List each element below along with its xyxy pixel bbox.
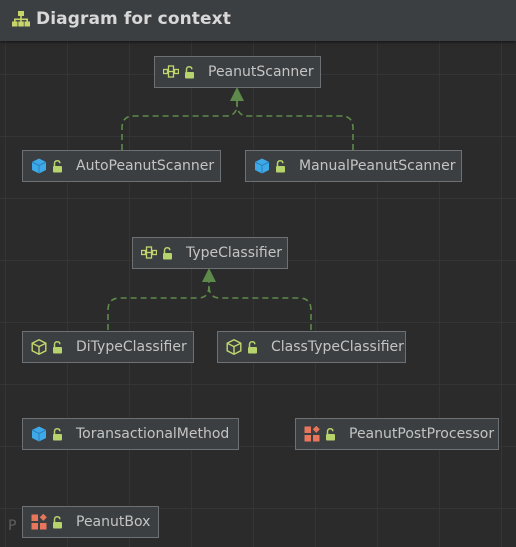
node-auto-peanut-scanner[interactable]: AutoPeanutScanner — [22, 150, 221, 182]
unlock-icon — [185, 65, 194, 78]
node-peanut-post-processor[interactable]: PeanutPostProcessor — [295, 418, 499, 450]
partial-footer-text: P — [8, 518, 17, 534]
type-classifier-arrowhead — [202, 268, 216, 282]
node-label: TypeClassifier — [186, 245, 283, 261]
interface-icon — [163, 65, 179, 78]
unlock-icon — [53, 427, 62, 440]
hierarchy-icon — [12, 11, 30, 27]
peanut-scanner-arrowhead — [230, 87, 244, 101]
component-icon — [31, 158, 47, 174]
diagram-title: Diagram for context — [36, 9, 231, 29]
node-label: AutoPeanutScanner — [76, 158, 215, 174]
edge-auto-to-peanut-scanner — [121, 92, 238, 150]
node-label: PeanutPostProcessor — [349, 426, 495, 442]
unlock-icon — [53, 159, 62, 172]
unlock-icon — [53, 515, 62, 528]
node-class-type-classifier[interactable]: ClassTypeClassifier — [217, 331, 406, 363]
annotation-icon — [31, 514, 47, 530]
node-label: ClassTypeClassifier — [271, 339, 404, 355]
unlock-icon — [276, 159, 285, 172]
node-di-type-classifier[interactable]: DiTypeClassifier — [22, 331, 194, 363]
node-label: PeanutBox — [76, 514, 151, 530]
edge-class-to-type-classifier — [208, 282, 312, 330]
class-icon — [31, 339, 47, 355]
annotation-icon — [304, 426, 320, 442]
component-icon — [254, 158, 270, 174]
node-label: PeanutScanner — [208, 64, 314, 80]
diagram-title-bar: Diagram for context — [0, 0, 516, 41]
node-peanut-box[interactable]: PeanutBox — [22, 506, 159, 538]
unlock-icon — [53, 340, 62, 353]
unlock-icon — [248, 340, 257, 353]
unlock-icon — [326, 427, 335, 440]
interface-icon — [141, 246, 157, 259]
node-label: DiTypeClassifier — [76, 339, 187, 355]
edge-manual-to-peanut-scanner — [236, 92, 354, 150]
edge-di-to-type-classifier — [107, 282, 210, 330]
unlock-icon — [163, 246, 172, 259]
node-peanut-scanner[interactable]: PeanutScanner — [154, 56, 321, 88]
node-manual-peanut-scanner[interactable]: ManualPeanutScanner — [245, 150, 462, 182]
component-icon — [31, 426, 47, 442]
node-type-classifier[interactable]: TypeClassifier — [132, 237, 288, 269]
node-label: ToransactionalMethod — [76, 426, 230, 442]
node-toransactional-method[interactable]: ToransactionalMethod — [22, 418, 239, 450]
class-icon — [226, 339, 242, 355]
node-label: ManualPeanutScanner — [299, 158, 456, 174]
